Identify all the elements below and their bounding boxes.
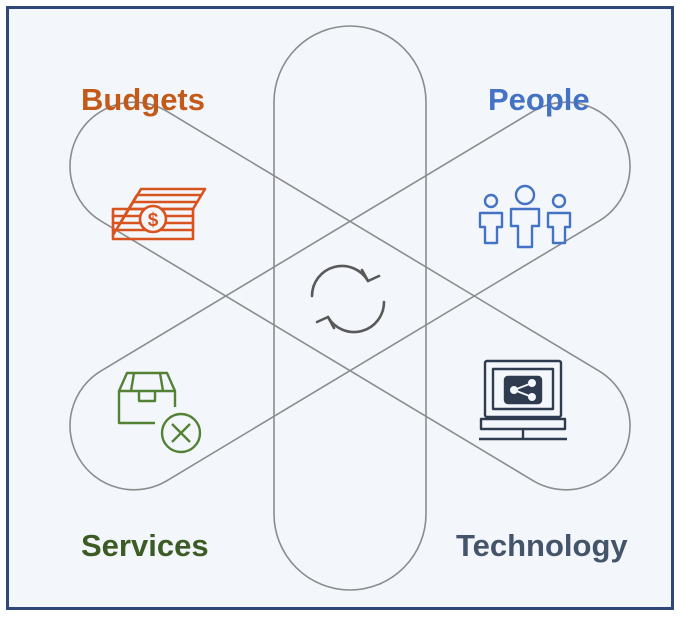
svg-text:$: $: [148, 210, 159, 231]
diagram-frame: $: [6, 6, 674, 610]
people-group-icon: [478, 184, 572, 249]
diagonal-capsule-budgets-technology: [69, 101, 631, 491]
vertical-capsule: [273, 25, 427, 591]
ellipse-diagram: $: [69, 25, 631, 591]
people-label: People: [488, 82, 590, 117]
budgets-label: Budgets: [81, 82, 205, 117]
money-stack-icon: $: [111, 187, 207, 241]
sync-icon: [310, 264, 386, 334]
package-cancel-icon: [117, 371, 202, 454]
laptop-share-icon: [479, 359, 567, 441]
services-label: Services: [81, 528, 209, 563]
diagonal-capsule-people-services: [69, 101, 631, 491]
technology-label: Technology: [456, 528, 628, 563]
